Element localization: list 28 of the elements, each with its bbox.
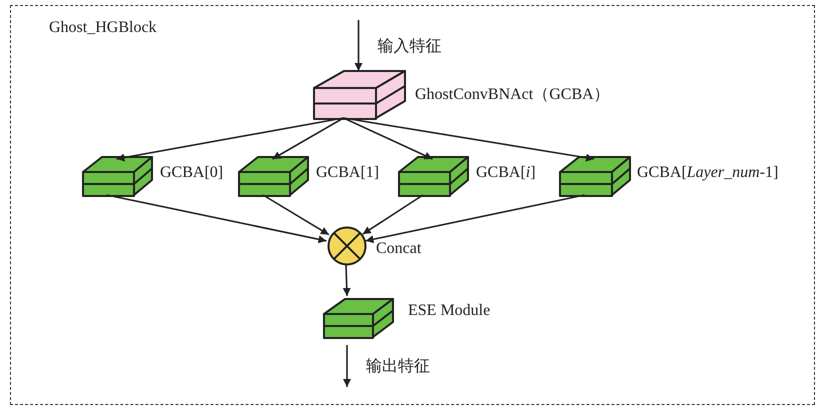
arrow bbox=[262, 194, 330, 236]
layer-block bbox=[398, 156, 469, 196]
layer-block bbox=[313, 70, 406, 119]
module-label: GCBA[0] bbox=[160, 164, 224, 182]
arrow bbox=[343, 345, 351, 387]
arrow bbox=[354, 20, 362, 71]
module-label: GCBA[1] bbox=[316, 164, 380, 182]
layer-block bbox=[559, 156, 631, 196]
block-frame bbox=[10, 5, 815, 405]
arrow bbox=[106, 194, 327, 244]
layer-block bbox=[82, 156, 153, 196]
module-label: GhostConvBNAct（GCBA） bbox=[415, 85, 610, 105]
arrow bbox=[116, 117, 344, 162]
module-label: GCBA[i] bbox=[476, 164, 536, 182]
arrow bbox=[365, 194, 585, 244]
arrow bbox=[342, 264, 351, 296]
concat-symbol bbox=[327, 226, 367, 266]
layer-block bbox=[238, 156, 309, 196]
arrow bbox=[343, 117, 594, 162]
module-label: GCBA[Layer_num-1] bbox=[637, 164, 778, 182]
edge-label: 输入特征 bbox=[376, 36, 442, 56]
module-label: ESE Module bbox=[408, 302, 490, 320]
arrow bbox=[362, 194, 424, 235]
layer-block bbox=[323, 298, 394, 338]
arrow bbox=[343, 117, 433, 160]
operation-label: Concat bbox=[376, 240, 422, 258]
block-title: Ghost_HGBlock bbox=[49, 19, 157, 37]
arrow bbox=[272, 117, 344, 160]
